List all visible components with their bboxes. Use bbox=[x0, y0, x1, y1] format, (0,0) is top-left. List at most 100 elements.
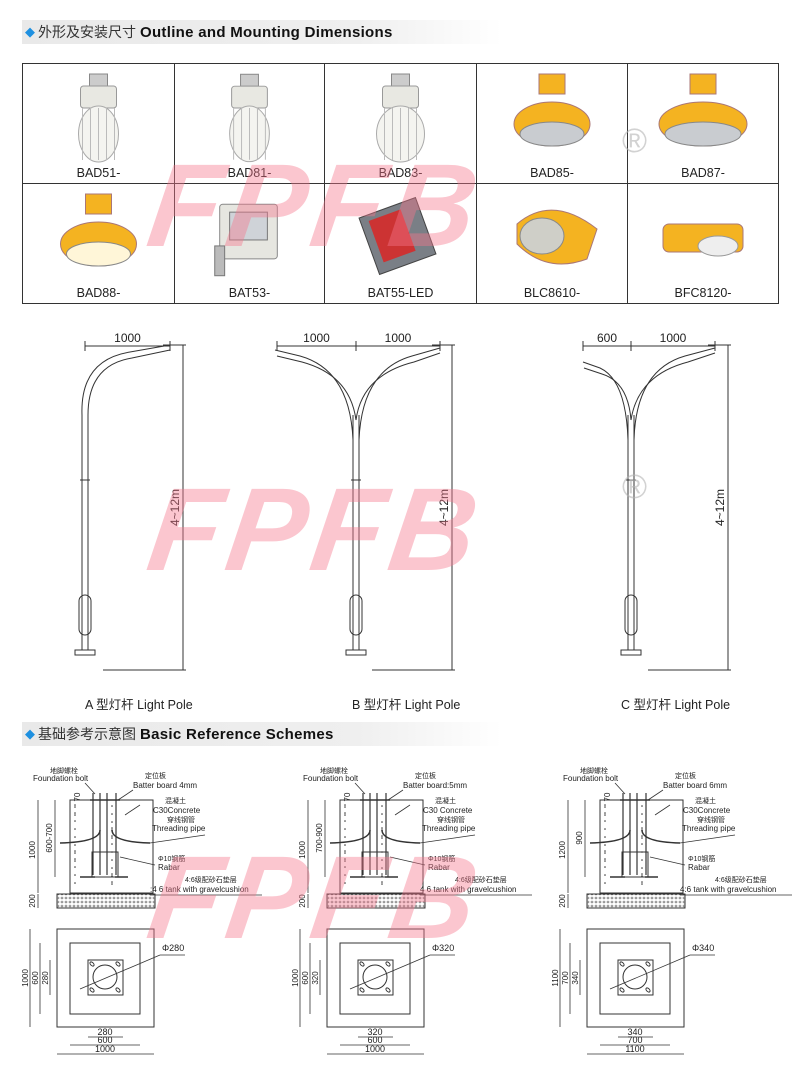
concrete-aggregate bbox=[381, 835, 383, 837]
dimension-label: 1100 bbox=[551, 969, 560, 987]
concrete-aggregate bbox=[604, 806, 606, 808]
board-label-cn: 定位板 bbox=[145, 771, 166, 780]
pipe-label-cn: 穿线钢管 bbox=[167, 815, 195, 824]
concrete-aggregate bbox=[604, 804, 606, 806]
dimension-label: 1000 bbox=[21, 969, 30, 987]
pole-caption-b: B 型灯杆 Light Pole bbox=[352, 698, 461, 712]
dimension-label: 600 bbox=[31, 971, 40, 985]
pipe-label-cn: 穿线钢管 bbox=[437, 815, 465, 824]
dimension-label: 1000 bbox=[660, 331, 687, 345]
dimension-label: 200 bbox=[28, 894, 37, 908]
lamp-image bbox=[78, 73, 119, 163]
concrete-aggregate bbox=[111, 873, 113, 875]
section-title-en: Outline and Mounting Dimensions bbox=[140, 23, 393, 41]
concrete-aggregate bbox=[344, 852, 346, 854]
bolt-hole bbox=[385, 987, 391, 993]
product-cell: BAD51- bbox=[23, 64, 175, 184]
plan-pipe-circle bbox=[92, 964, 118, 990]
concrete-aggregate bbox=[74, 828, 76, 830]
concrete-aggregate bbox=[381, 837, 383, 839]
dimension-label: 70 bbox=[343, 792, 352, 801]
concrete-aggregate bbox=[381, 883, 383, 885]
drawing-line bbox=[614, 782, 626, 795]
concrete-aggregate bbox=[344, 836, 346, 838]
pipe-label-en: Threading pipe bbox=[422, 824, 476, 833]
concrete-aggregate bbox=[381, 805, 383, 807]
gravel-label-en: 4:6 tank with gravelcushion bbox=[680, 885, 777, 894]
drawing-line bbox=[124, 804, 141, 816]
pipe-label-en: Threading pipe bbox=[152, 824, 206, 833]
bolt-hole bbox=[359, 987, 365, 993]
drawing-line bbox=[609, 954, 691, 990]
concrete-aggregate bbox=[111, 867, 113, 869]
lamp-reflector bbox=[519, 217, 565, 255]
section-title-cn: 基础参考示意图 bbox=[38, 727, 136, 743]
dimension-label: 70 bbox=[603, 792, 612, 801]
product-name: BAD87- bbox=[681, 166, 725, 180]
concrete-aggregate bbox=[111, 883, 113, 885]
bolt-hole bbox=[385, 961, 391, 967]
dimension-label: 200 bbox=[298, 894, 307, 908]
gravel-cushion bbox=[326, 893, 426, 909]
threading-pipe bbox=[329, 829, 371, 844]
bolt-label-cn: 地脚螺栓 bbox=[580, 766, 608, 775]
concrete-aggregate bbox=[604, 858, 606, 860]
product-cell: BLC8610- bbox=[477, 184, 628, 304]
plan-base-plate bbox=[617, 959, 654, 996]
product-name: BAD83- bbox=[378, 166, 423, 180]
concrete-aggregate bbox=[381, 821, 383, 823]
threading-pipe bbox=[641, 829, 681, 844]
dimension-label: 320 bbox=[311, 971, 320, 985]
concrete-aggregate bbox=[641, 813, 643, 815]
concrete-aggregate bbox=[381, 827, 383, 829]
lamp-glass bbox=[229, 211, 268, 241]
gravel-label-en: 4 6 tank with gravelcushion bbox=[420, 885, 517, 894]
product-cell: BAD88- bbox=[23, 184, 175, 304]
pole-foot bbox=[74, 649, 96, 656]
concrete-aggregate bbox=[74, 874, 76, 876]
section-title-cn: 外形及安装尺寸 bbox=[38, 25, 136, 41]
concrete-label-en: C30Concrete bbox=[153, 806, 201, 815]
board-label-en: Batter board:5mm bbox=[403, 781, 467, 790]
concrete-aggregate bbox=[74, 858, 76, 860]
dimension-label: 1000 bbox=[114, 331, 141, 345]
pole-arm bbox=[274, 349, 354, 441]
concrete-aggregate bbox=[641, 883, 643, 885]
concrete-aggregate bbox=[641, 805, 643, 807]
rebar-label-cn: Φ10钢筋 bbox=[428, 854, 455, 863]
bolt-hole bbox=[359, 961, 365, 967]
product-name: BFC8120- bbox=[674, 286, 732, 300]
product-cell: BAT55-LED bbox=[325, 184, 477, 304]
board-label-en: Batter board 4mm bbox=[133, 781, 197, 790]
concrete-aggregate bbox=[74, 804, 76, 806]
concrete-aggregate bbox=[74, 866, 76, 868]
board-label-cn: 定位板 bbox=[675, 771, 696, 780]
product-cell: BAD83- bbox=[325, 64, 477, 184]
dimension-label: 600 bbox=[301, 971, 310, 985]
concrete-aggregate bbox=[344, 806, 346, 808]
diameter-label: Φ280 bbox=[162, 943, 184, 953]
board-label-cn: 定位板 bbox=[415, 771, 436, 780]
dimension-label: 1000 bbox=[95, 1044, 115, 1054]
concrete-aggregate bbox=[344, 814, 346, 816]
bolt-label-en: Foundation bolt bbox=[563, 774, 619, 783]
gravel-cushion bbox=[56, 893, 156, 909]
concrete-aggregate bbox=[74, 806, 76, 808]
concrete-aggregate bbox=[604, 860, 606, 862]
lamp-image bbox=[358, 196, 437, 276]
pipe-label-cn: 穿线钢管 bbox=[697, 815, 725, 824]
lamp-image bbox=[214, 203, 278, 277]
threading-pipe bbox=[381, 829, 421, 844]
concrete-aggregate bbox=[381, 843, 383, 845]
drawing-line bbox=[647, 789, 664, 801]
pole-caption-c: C 型灯杆 Light Pole bbox=[621, 698, 731, 712]
concrete-aggregate bbox=[641, 821, 643, 823]
pole-arm bbox=[583, 367, 632, 421]
concrete-label-en: C30 Concrete bbox=[423, 806, 473, 815]
plan-middle-square bbox=[69, 942, 141, 1015]
